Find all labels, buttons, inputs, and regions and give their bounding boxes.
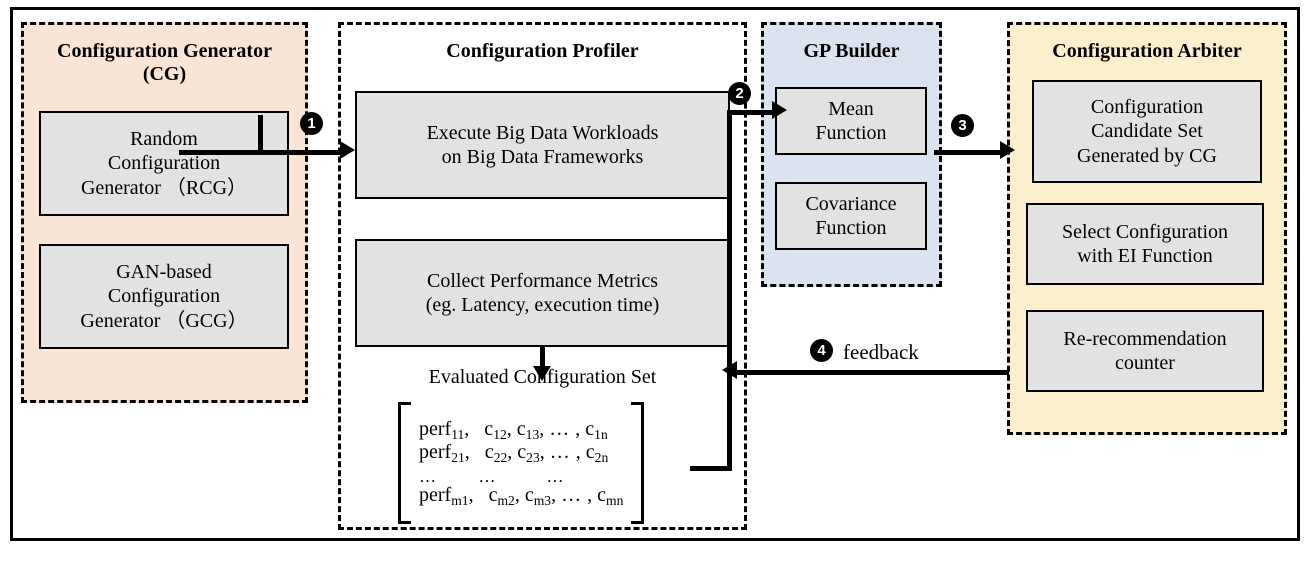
matrix-rows: perf11, c12, c13, … , c1n perf21, c22, c… (411, 402, 631, 524)
panel-title-configuration-generator: Configuration Generator (CG) (57, 40, 272, 85)
edge-4-line (735, 370, 1009, 375)
matrix-row: perf21, c22, c23, … , c2n (419, 441, 609, 466)
edge-4-arrowhead (722, 361, 737, 379)
box-covariance-function[interactable]: Covariance Function (775, 182, 927, 250)
matrix-row: perf11, c12, c13, … , c1n (419, 417, 608, 442)
evaluated-configuration-matrix: perf11, c12, c13, … , c1n perf21, c22, c… (398, 402, 645, 524)
connector-metrics-to-set-line (540, 347, 545, 369)
box-configuration-candidate-set[interactable]: Configuration Candidate Set Generated by… (1032, 80, 1262, 183)
edge-2-line-bottom (690, 466, 732, 471)
outer-frame (10, 7, 1300, 541)
edge-2-line-vertical (727, 110, 732, 470)
matrix-row: perfm1, cm2, cm3, … , cmn (419, 483, 624, 508)
matrix-bracket-left (398, 402, 411, 524)
edge-3-line (934, 150, 1006, 155)
edge-1-arrowhead (340, 141, 355, 159)
edge-3-arrowhead (1000, 141, 1015, 159)
edge-1-stub-vline (258, 115, 263, 155)
edge-3-badge: 3 (951, 114, 974, 137)
panel-title-gp-builder: GP Builder (803, 40, 900, 62)
edge-4-badge: 4 (810, 339, 833, 362)
box-collect-performance-metrics[interactable]: Collect Performance Metrics (eg. Latency… (355, 239, 730, 347)
edge-2-arrowhead (772, 101, 787, 119)
edge-1-line (179, 150, 344, 155)
edge-2-badge: 2 (728, 82, 751, 105)
box-mean-function[interactable]: Mean Function (775, 87, 927, 155)
box-select-configuration-ei[interactable]: Select Configuration with EI Function (1026, 203, 1264, 285)
label-evaluated-configuration-set: Evaluated Configuration Set (428, 366, 657, 388)
box-execute-big-data-workloads[interactable]: Execute Big Data Workloads on Big Data F… (355, 91, 730, 199)
matrix-bracket-right (631, 402, 645, 524)
panel-title-configuration-arbiter: Configuration Arbiter (1052, 40, 1242, 62)
edge-4-label: feedback (843, 340, 919, 364)
box-random-configuration-generator[interactable]: Random Configuration Generator （RCG） (39, 111, 289, 216)
edge-1-badge: 1 (300, 112, 323, 135)
edge-2-line-top (727, 110, 779, 115)
matrix-row-ellipsis: … … … (419, 466, 564, 486)
connector-metrics-to-set-arrowhead (533, 366, 551, 381)
box-re-recommendation-counter[interactable]: Re-recommendation counter (1026, 310, 1264, 392)
panel-title-configuration-profiler: Configuration Profiler (446, 40, 639, 62)
box-gan-based-configuration-generator[interactable]: GAN-based Configuration Generator （GCG） (39, 244, 289, 349)
